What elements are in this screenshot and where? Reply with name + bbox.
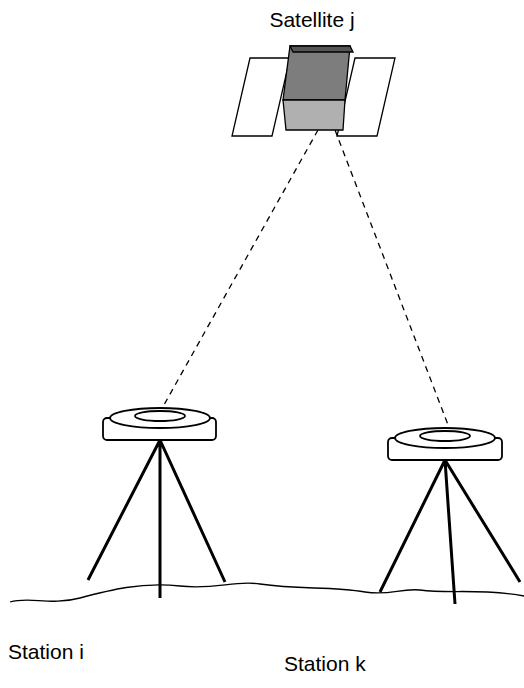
tripod xyxy=(380,460,520,604)
ground-line xyxy=(10,583,524,602)
signal-line xyxy=(335,130,450,430)
satellite-body xyxy=(290,46,353,52)
tripods xyxy=(88,440,520,604)
station-label: Station k xyxy=(284,652,366,676)
receiver-antenna xyxy=(135,411,185,421)
receiver-antenna xyxy=(110,408,210,428)
satellite-body xyxy=(283,100,345,130)
receiver-antenna xyxy=(395,428,495,448)
solar-panel xyxy=(232,58,290,136)
signal-lines xyxy=(160,130,450,430)
signal-line xyxy=(160,130,318,412)
tripod xyxy=(88,440,225,598)
receivers xyxy=(103,408,502,460)
satellite-body xyxy=(283,46,350,100)
satellite xyxy=(232,46,395,136)
satellite-label: Satellite j xyxy=(269,8,354,32)
station-label: Station i xyxy=(8,640,84,664)
receiver-antenna xyxy=(420,431,470,441)
